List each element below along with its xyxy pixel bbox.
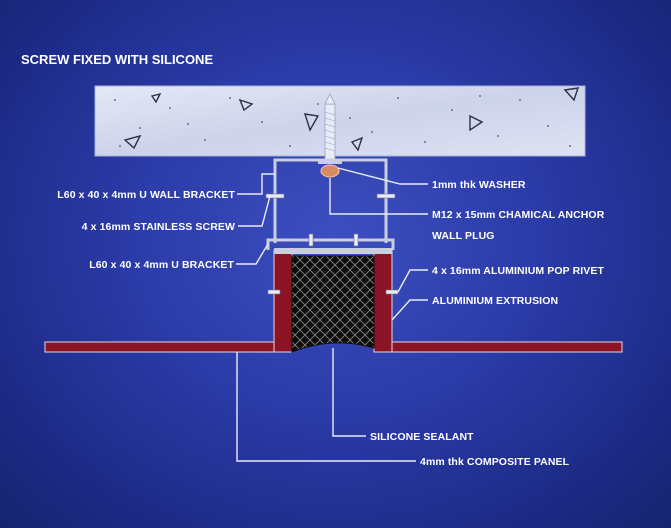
u-wall-bracket: [273, 158, 388, 243]
aluminium-extrusion: [273, 248, 393, 353]
label-chemical-anchor: M12 x 15mm CHAMICAL ANCHOR: [432, 209, 605, 221]
label-silicone-sealant: SILICONE SEALANT: [370, 431, 474, 443]
label-washer: 1mm thk WASHER: [432, 179, 526, 191]
pop-rivet: [267, 289, 399, 295]
silicone-sealant: [291, 255, 375, 353]
composite-panel: [44, 341, 623, 353]
anchor-bolt: [324, 93, 336, 163]
label-pop-rivet: 4 x 16mm ALUMINIUM POP RIVET: [432, 265, 604, 277]
label-wall-plug: WALL PLUG: [432, 230, 495, 242]
label-stainless-screw: 4 x 16mm STAINLESS SCREW: [82, 221, 235, 233]
label-aluminium-extrusion: ALUMINIUM EXTRUSION: [432, 295, 558, 307]
washer: [318, 160, 342, 178]
diagram-title: SCREW FIXED WITH SILICONE: [21, 52, 213, 67]
leader-lines: [236, 167, 428, 462]
stainless-screw: [265, 193, 396, 247]
label-u-wall-bracket: L60 x 40 x 4mm U WALL BRACKET: [57, 189, 235, 201]
concrete-wall: [94, 85, 586, 157]
label-u-bracket: L60 x 40 x 4mm U BRACKET: [89, 259, 234, 271]
label-composite-panel: 4mm thk COMPOSITE PANEL: [420, 456, 570, 468]
